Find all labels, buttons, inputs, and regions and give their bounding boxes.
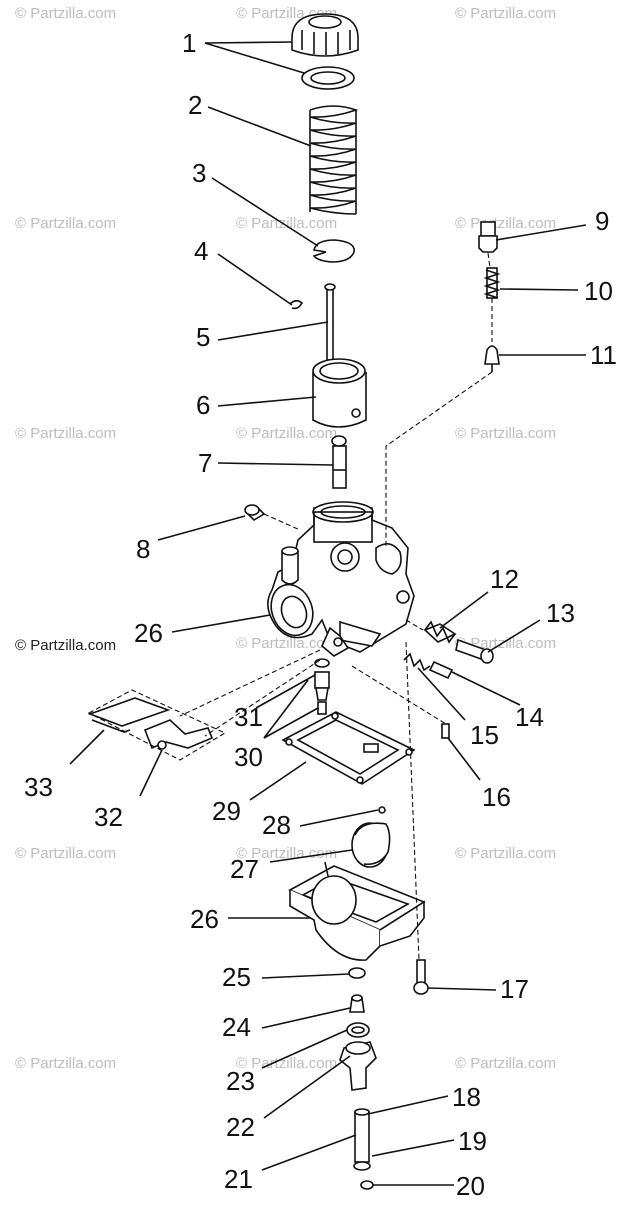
watermarks: © Partzilla.com © Partzilla.com © Partzi… xyxy=(15,5,556,1072)
watermark: © Partzilla.com xyxy=(236,845,337,862)
part-24-jet xyxy=(349,994,365,1013)
watermark: © Partzilla.com xyxy=(455,215,556,232)
callout-33: 33 xyxy=(24,772,53,802)
watermark: © Partzilla.com xyxy=(15,1055,116,1072)
watermark: © Partzilla.com xyxy=(455,5,556,22)
callout-16: 16 xyxy=(482,782,511,812)
callout-12: 12 xyxy=(490,564,519,594)
watermark: © Partzilla.com xyxy=(455,1055,556,1072)
callout-7: 7 xyxy=(198,448,212,478)
callout-26-upper: 26 xyxy=(134,618,163,648)
callout-22: 22 xyxy=(226,1112,255,1142)
part-23-oring xyxy=(346,1022,370,1038)
part-26-bowl xyxy=(288,861,426,961)
part-26-body xyxy=(267,501,415,657)
part-16-pin xyxy=(441,723,450,739)
callout-18: 18 xyxy=(452,1082,481,1112)
part-4-eclip xyxy=(289,299,304,310)
callout-17: 17 xyxy=(500,974,529,1004)
callout-4: 4 xyxy=(194,236,208,266)
part-12-spring xyxy=(423,620,457,644)
part-20-washer xyxy=(360,1180,374,1190)
callout-10: 10 xyxy=(584,276,613,306)
callout-6: 6 xyxy=(196,390,210,420)
callout-13: 13 xyxy=(546,598,575,628)
watermark: © Partzilla.com xyxy=(236,635,337,652)
callout-27: 27 xyxy=(230,854,259,884)
callout-14: 14 xyxy=(515,702,544,732)
callout-30: 30 xyxy=(234,742,263,772)
callout-31: 31 xyxy=(234,702,263,732)
watermark: © Partzilla.com xyxy=(455,845,556,862)
part-14-screw xyxy=(403,652,454,680)
part-32-clip xyxy=(143,719,214,750)
callout-9: 9 xyxy=(595,206,609,236)
callout-19: 19 xyxy=(458,1126,487,1156)
watermark: © Partzilla.com xyxy=(455,425,556,442)
watermark: © Partzilla.com xyxy=(236,215,337,232)
callout-28: 28 xyxy=(262,810,291,840)
part-11-needle xyxy=(484,345,500,372)
part-28-ring xyxy=(378,806,386,814)
watermark: © Partzilla.com xyxy=(236,1055,337,1072)
assembly-lines xyxy=(179,252,493,961)
part-7-tube xyxy=(331,435,347,489)
callout-8: 8 xyxy=(136,534,150,564)
part-9-screw xyxy=(478,221,498,253)
callout-25: 25 xyxy=(222,962,251,992)
callout-2: 2 xyxy=(188,90,202,120)
watermark: © Partzilla.com xyxy=(15,845,116,862)
watermark: © Partzilla.com xyxy=(15,425,116,442)
callout-21: 21 xyxy=(224,1164,253,1194)
callout-5: 5 xyxy=(196,322,210,352)
callout-23: 23 xyxy=(226,1066,255,1096)
part-21-tube xyxy=(353,1108,371,1171)
part-1-cap xyxy=(291,13,359,90)
part-6-slide xyxy=(312,358,367,428)
part-8-plug xyxy=(244,504,266,522)
part-3-plate xyxy=(312,239,355,263)
watermark: © Partzilla.com xyxy=(236,425,337,442)
part-27-float xyxy=(351,822,391,868)
callout-11: 11 xyxy=(590,340,617,370)
watermark: © Partzilla.com xyxy=(15,215,116,232)
callout-32: 32 xyxy=(94,802,123,832)
callout-1: 1 xyxy=(182,28,196,58)
callout-26-lower: 26 xyxy=(190,904,219,934)
callout-15: 15 xyxy=(470,720,499,750)
part-22-holder xyxy=(339,1041,377,1091)
part-17-screw xyxy=(413,959,429,995)
part-31-jet xyxy=(314,658,330,715)
watermark-dark: © Partzilla.com xyxy=(15,637,116,654)
part-29-gasket xyxy=(281,711,416,785)
part-10-spring xyxy=(483,267,501,299)
watermark: © Partzilla.com xyxy=(15,5,116,22)
part-13-screw xyxy=(455,638,494,664)
leader-lines xyxy=(69,41,587,1186)
callout-numbers: 1 2 3 4 5 6 7 8 9 10 11 12 13 14 15 16 1… xyxy=(24,28,617,1201)
callout-20: 20 xyxy=(456,1171,485,1200)
part-33-gasket xyxy=(87,689,227,761)
part-2-spring xyxy=(309,105,359,215)
part-25-washer xyxy=(348,967,366,979)
callout-29: 29 xyxy=(212,796,241,826)
callout-24: 24 xyxy=(222,1012,251,1042)
callout-3: 3 xyxy=(192,158,206,188)
